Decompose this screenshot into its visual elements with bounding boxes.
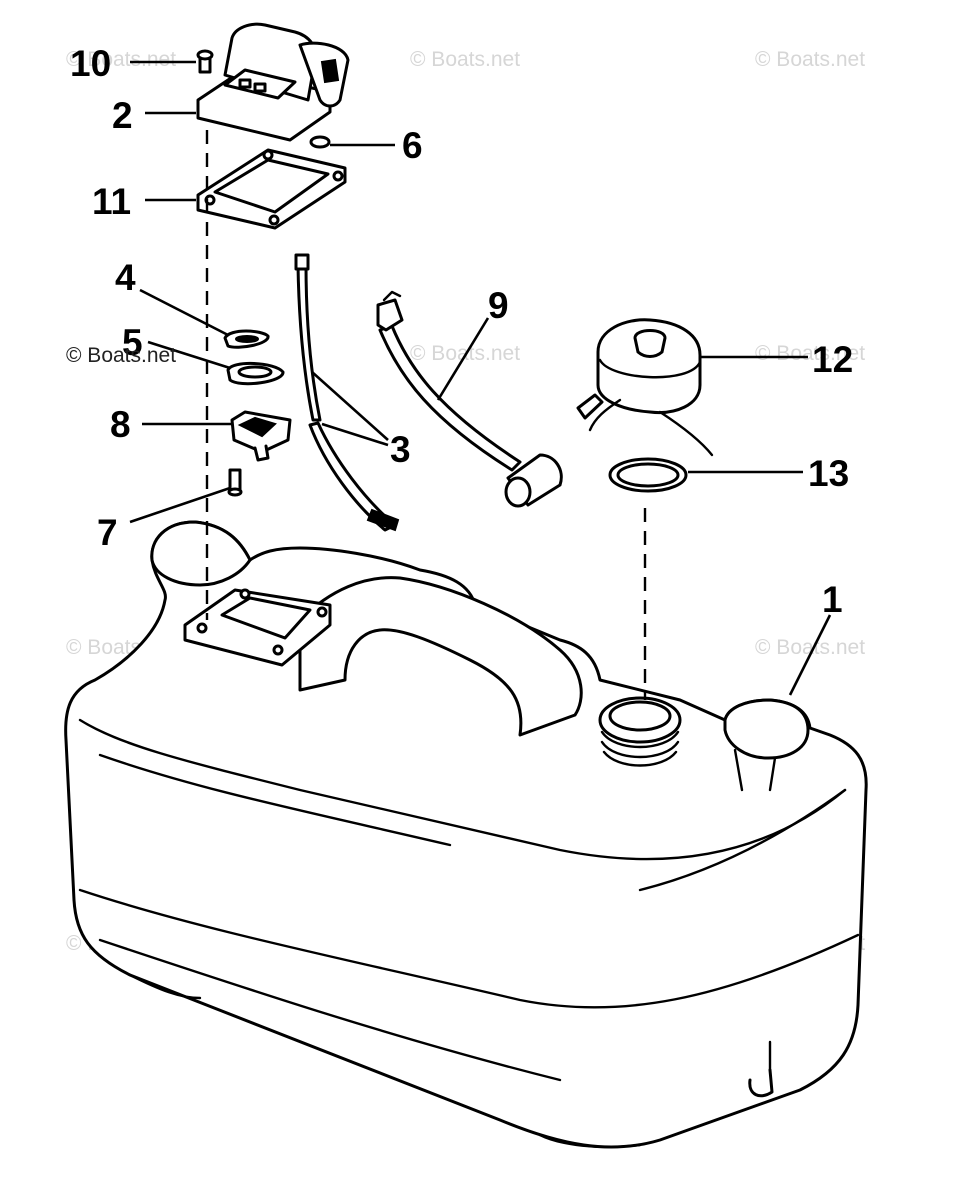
leader-1 (788, 614, 832, 696)
tank-right-horn-neck (733, 748, 777, 792)
callout-4: 4 (115, 257, 136, 298)
callout-13: 13 (808, 453, 849, 494)
callout-5: 5 (122, 322, 143, 363)
float-arm-top (376, 298, 404, 332)
bracket-8-tab (253, 444, 270, 462)
tank-lower-line (98, 938, 562, 1082)
leader-9 (436, 317, 490, 401)
watermark-6: © Boats.net (755, 342, 865, 365)
watermark-4: © Boats.net (66, 344, 176, 367)
fuel-cap-body (596, 318, 702, 415)
screw-lower (227, 468, 243, 497)
fuel-cap-tether-loop (576, 393, 604, 420)
seal-5-inner (237, 365, 273, 379)
fuel-cap-rim (598, 358, 702, 379)
fuel-cap (576, 318, 714, 457)
bracket-part-8 (230, 410, 292, 462)
float-arm (378, 324, 522, 472)
tank-right-panel (638, 788, 847, 892)
callout-8: 8 (110, 404, 131, 445)
tank-bottom-edge (128, 973, 642, 1149)
pad-hole-1 (196, 622, 208, 634)
callout-2: 2 (112, 95, 133, 136)
gasket (196, 148, 347, 230)
callout-9: 9 (488, 285, 509, 326)
leader-lines (129, 60, 832, 696)
float-arm-hook (382, 290, 402, 302)
watermark-3: © Boats.net (755, 48, 865, 71)
callout-10: 10 (70, 43, 111, 84)
connector-slot-1 (238, 78, 252, 89)
cap-gasket-ring (608, 457, 688, 493)
callouts: 10 2 6 11 4 5 8 7 3 9 12 13 1 (70, 43, 853, 620)
tank-mid-line (78, 888, 860, 1009)
tank-top-rim (78, 718, 847, 861)
pad-hole-4 (272, 644, 284, 656)
screw-lower-tip (227, 487, 243, 497)
connector-housing (196, 22, 350, 142)
screw-top-head (196, 49, 214, 61)
pickup-tube-filter (366, 508, 400, 532)
connector-clip (320, 58, 340, 84)
fuel-cap-tether-1 (588, 398, 622, 432)
leader-3b (321, 422, 389, 447)
watermark-9: © Boats.net (755, 636, 865, 659)
gasket-hole-4 (268, 214, 280, 226)
leader-7 (129, 486, 231, 524)
fuel-gauge-float (376, 290, 563, 508)
filler-neck-threads (600, 730, 680, 767)
tank-pad-opening (220, 596, 312, 640)
pickup-tube (294, 253, 400, 532)
pad-hole-3 (316, 606, 328, 618)
seal-part-5 (226, 361, 285, 386)
washer-4-slot (235, 335, 259, 343)
callout-3: 3 (390, 429, 411, 470)
washer-part-4 (223, 329, 270, 349)
tank-handle (298, 576, 583, 737)
gasket-hole-2 (262, 149, 274, 161)
bracket-8-jaw (237, 416, 277, 438)
connector-slot-2 (253, 82, 267, 93)
fuel-tank (64, 520, 868, 1149)
leader-3a (311, 371, 389, 441)
pickup-tube-upper (296, 263, 322, 422)
fuel-cap-knob (633, 329, 667, 358)
leader-5 (147, 340, 231, 370)
fuel-cap-tether-2 (658, 410, 714, 457)
tank-right-horn (723, 698, 810, 760)
tank-drain-foot (748, 1068, 774, 1098)
o-ring-small (309, 135, 331, 149)
tank-body-line (98, 753, 452, 847)
screw-top (196, 49, 214, 74)
tank-left-horn (150, 520, 252, 587)
cap-gasket-inner (616, 462, 680, 488)
gasket-hole-3 (332, 170, 344, 182)
gasket-inner (213, 158, 330, 214)
watermark-2: © Boats.net (410, 48, 520, 71)
callout-12: 12 (812, 339, 853, 380)
float-cylinder-end (504, 476, 532, 508)
pad-hole-2 (239, 588, 251, 600)
callout-11: 11 (92, 181, 131, 222)
callout-1: 1 (822, 579, 843, 620)
callout-7: 7 (97, 512, 118, 553)
callout-6: 6 (402, 125, 423, 166)
watermark-1: © Boats.net (66, 48, 176, 71)
leader-4 (139, 288, 229, 337)
pickup-tube-tip (294, 253, 310, 271)
filler-neck-opening (608, 700, 672, 732)
